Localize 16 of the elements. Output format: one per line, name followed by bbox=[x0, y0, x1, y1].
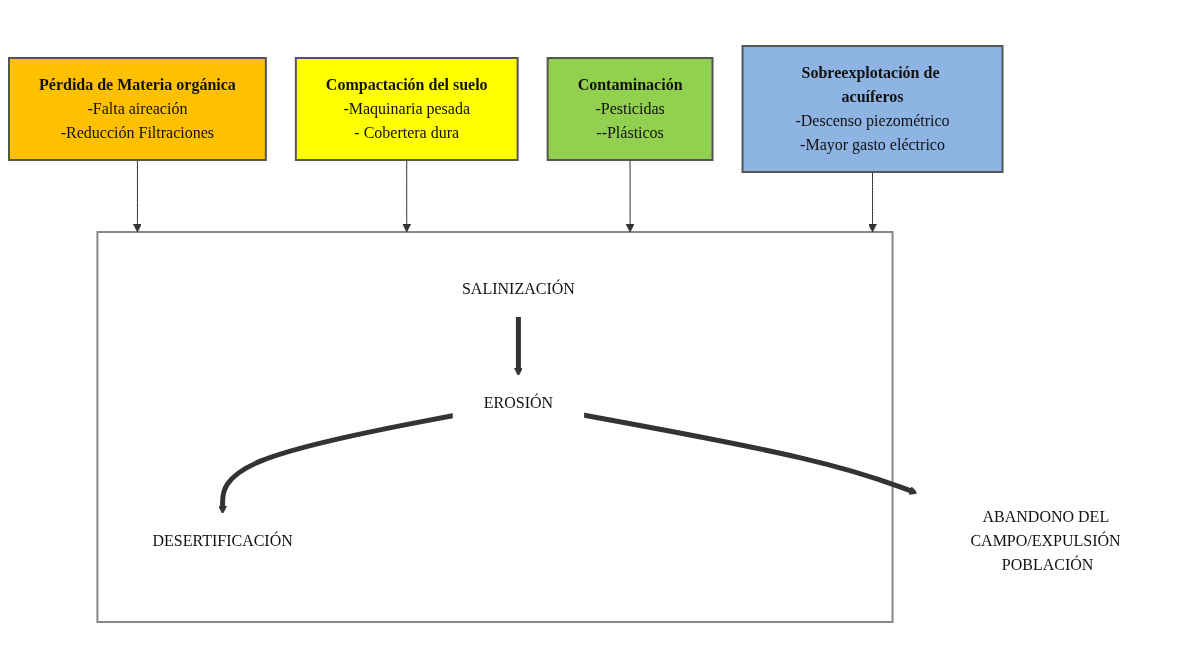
cluster bbox=[96, 231, 894, 623]
node-text: ABANDONO DEL CAMPO/EXPULSIÓN POBLACIÓN bbox=[970, 508, 1121, 573]
arrow bbox=[402, 159, 411, 233]
node-text: EROSIÓN bbox=[483, 394, 553, 411]
arrow bbox=[582, 412, 918, 495]
node-box: Contaminación -Pesticidas --Plásticos bbox=[546, 57, 714, 161]
node-text: DESERTIFICACIÓN bbox=[152, 532, 293, 549]
arrow bbox=[513, 316, 523, 377]
arrow bbox=[132, 159, 142, 233]
node-box: Compactación del suelo -Maquinaria pesada - Cobertera dura bbox=[294, 57, 519, 161]
node-text: SALINIZACIÓN bbox=[461, 280, 575, 297]
node-box: Sobreexplotación de acuíferos -Descenso piezométrico -Mayor gasto eléctrico bbox=[741, 45, 1004, 173]
node-box: Pérdida de Materia orgánica -Falta aireación -Reducción Filtraciones bbox=[7, 57, 267, 161]
arrow bbox=[217, 413, 454, 515]
arrow bbox=[867, 171, 877, 233]
arrow bbox=[625, 159, 635, 233]
